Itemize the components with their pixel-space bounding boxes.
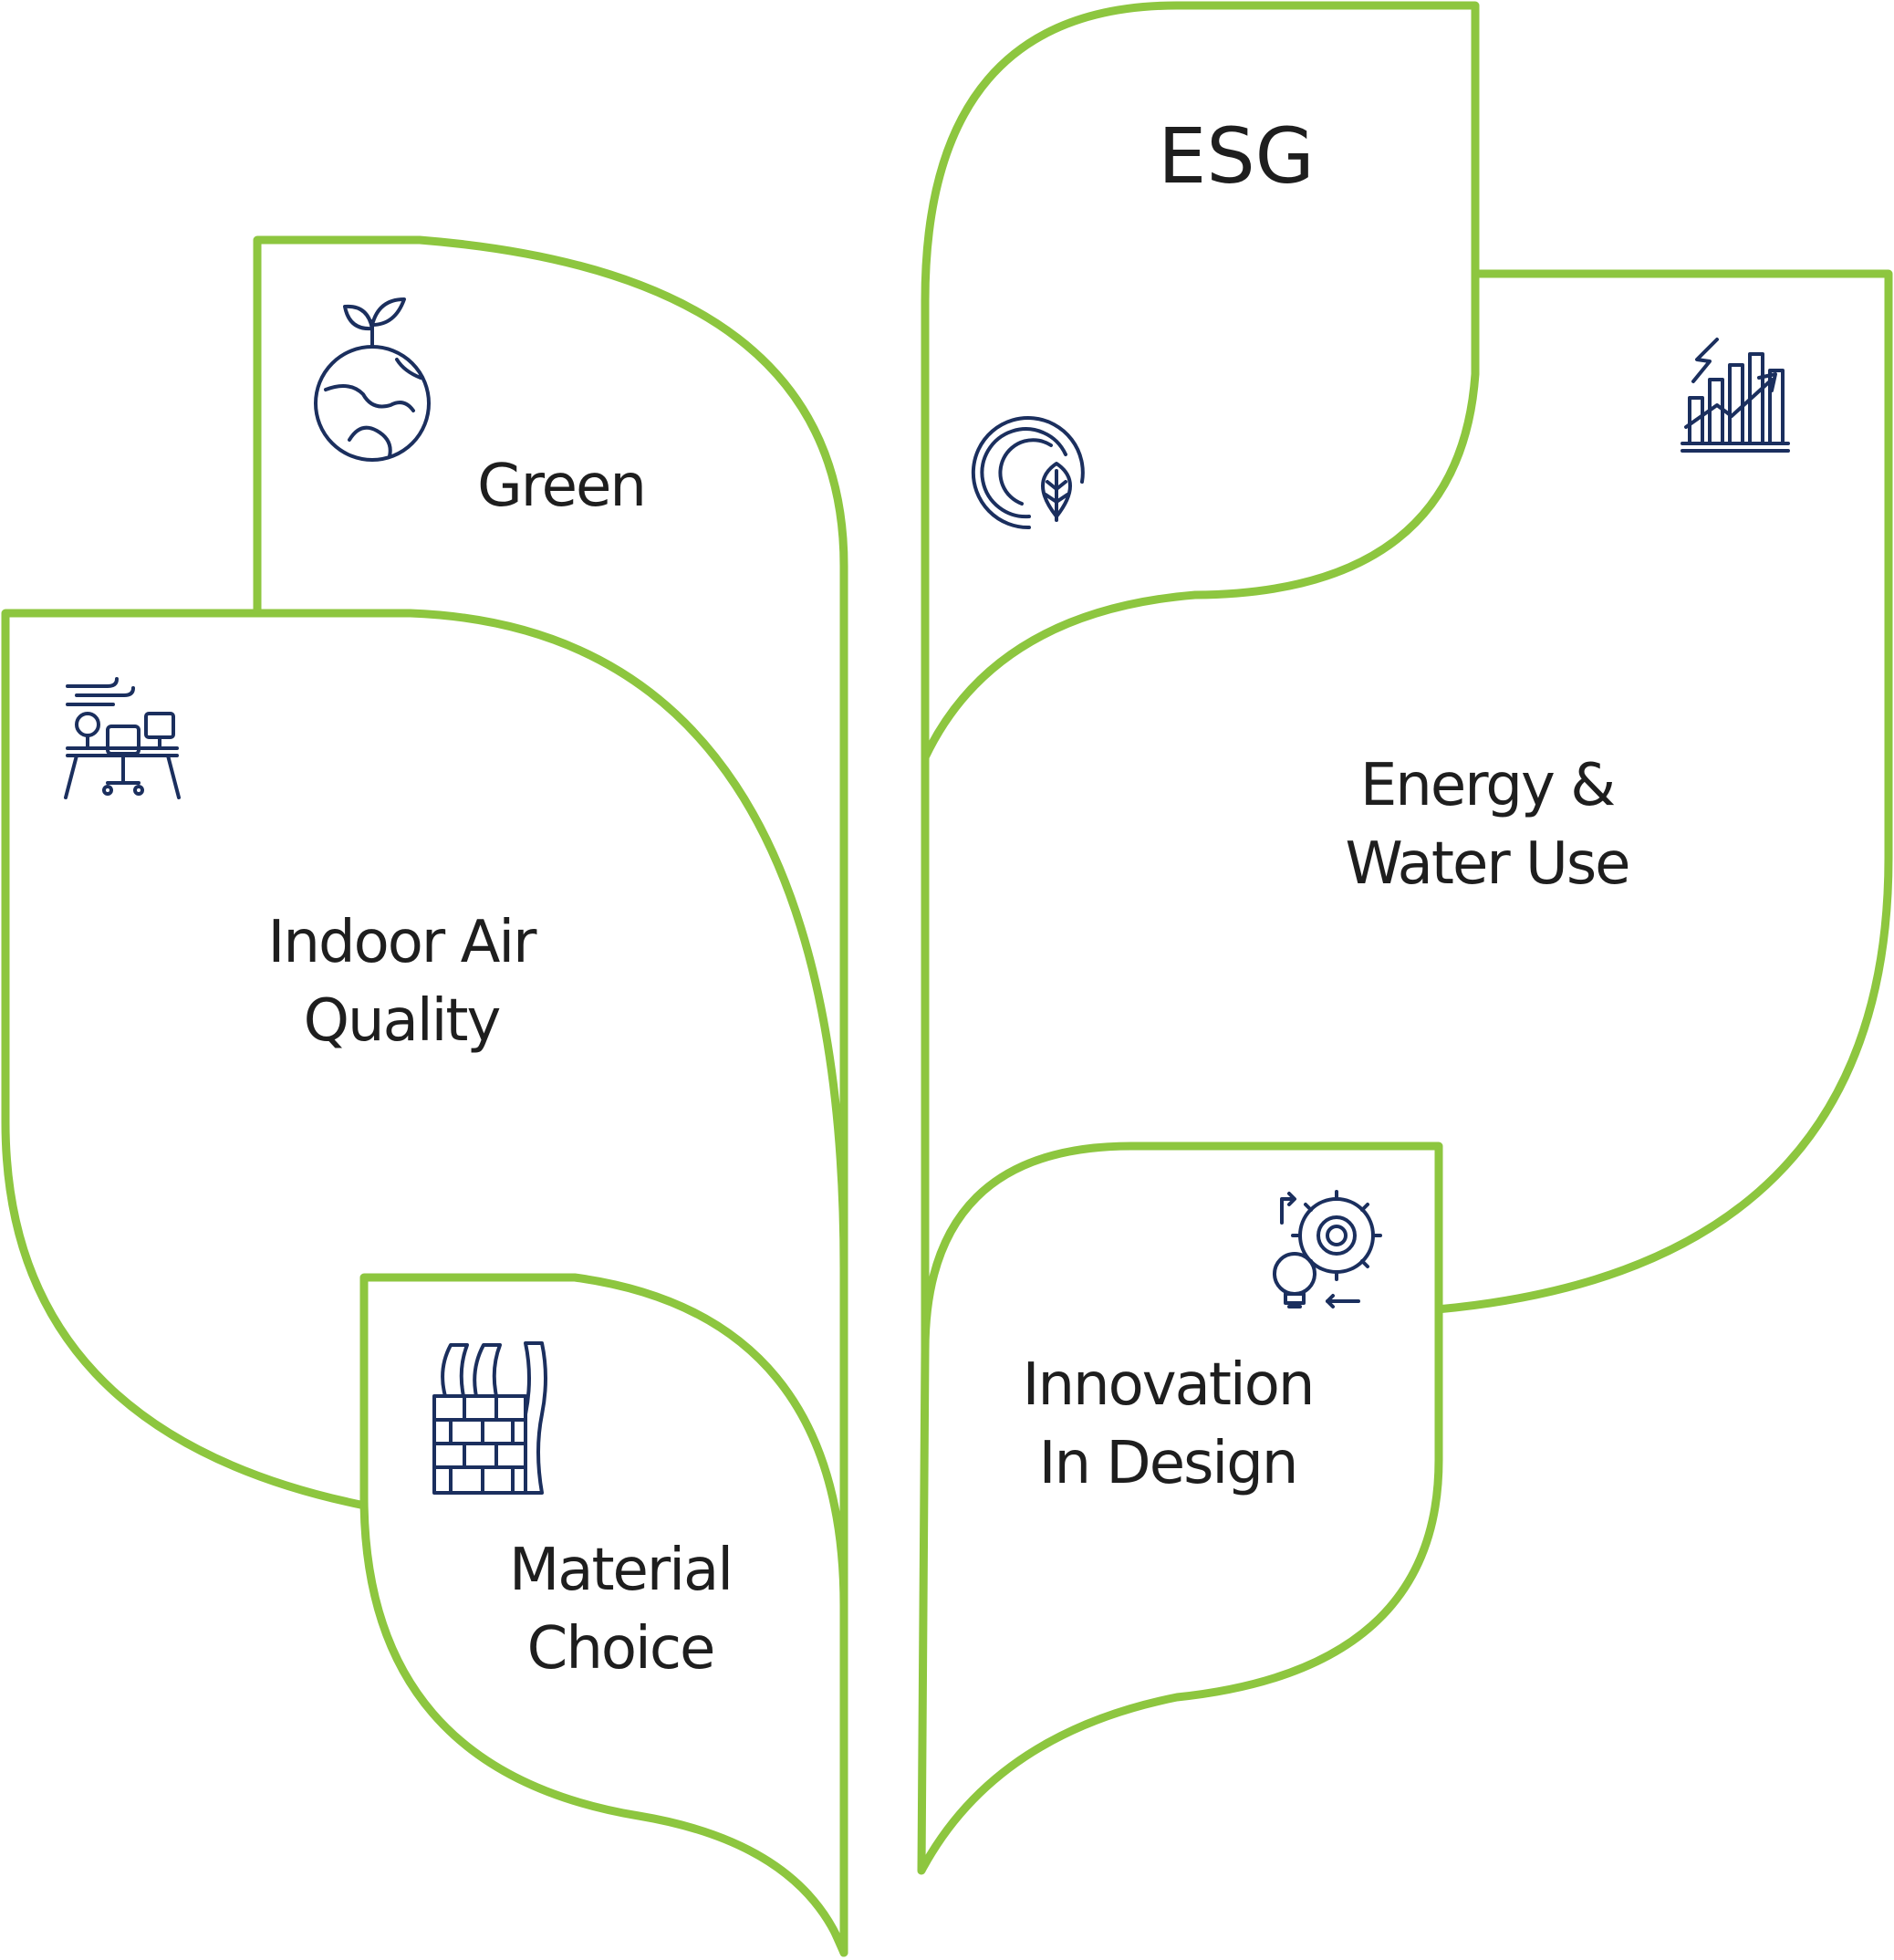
label-indoor-air-quality: Indoor Air Quality — [210, 903, 593, 1060]
label-indoor-air-quality-line-2: Quality — [303, 987, 502, 1055]
label-energy-water-use-line-1: Energy & — [1359, 752, 1616, 819]
leaf-material-choice-shape — [359, 1273, 848, 1957]
label-green: Green — [401, 447, 721, 526]
brick-wood-material-icon — [432, 1341, 547, 1495]
label-innovation-in-design-line-1: Innovation — [1022, 1351, 1316, 1419]
label-innovation-in-design: Innovation In Design — [976, 1346, 1359, 1503]
label-energy-water-use-line-2: Water Use — [1345, 830, 1630, 898]
label-indoor-air-quality-line-1: Indoor Air — [267, 909, 537, 976]
globe-sprout-icon — [314, 297, 431, 462]
office-desk-air-icon — [64, 677, 181, 799]
energy-chart-icon — [1681, 338, 1790, 453]
leaf-innovation-in-design-shape — [917, 1142, 1443, 1875]
esg-title: ESG — [1158, 111, 1315, 201]
label-energy-water-use: Energy & Water Use — [1286, 746, 1688, 903]
label-innovation-in-design-line-2: In Design — [1038, 1430, 1299, 1497]
label-material-choice: Material Choice — [438, 1531, 803, 1688]
leaf-esg-shape — [921, 1, 1480, 762]
label-material-choice-line-1: Material — [509, 1537, 734, 1604]
leaf-circle-icon — [971, 416, 1085, 530]
gear-bulb-icon — [1273, 1190, 1382, 1308]
label-green-line: Green — [477, 453, 647, 520]
label-material-choice-line-2: Choice — [526, 1615, 716, 1683]
